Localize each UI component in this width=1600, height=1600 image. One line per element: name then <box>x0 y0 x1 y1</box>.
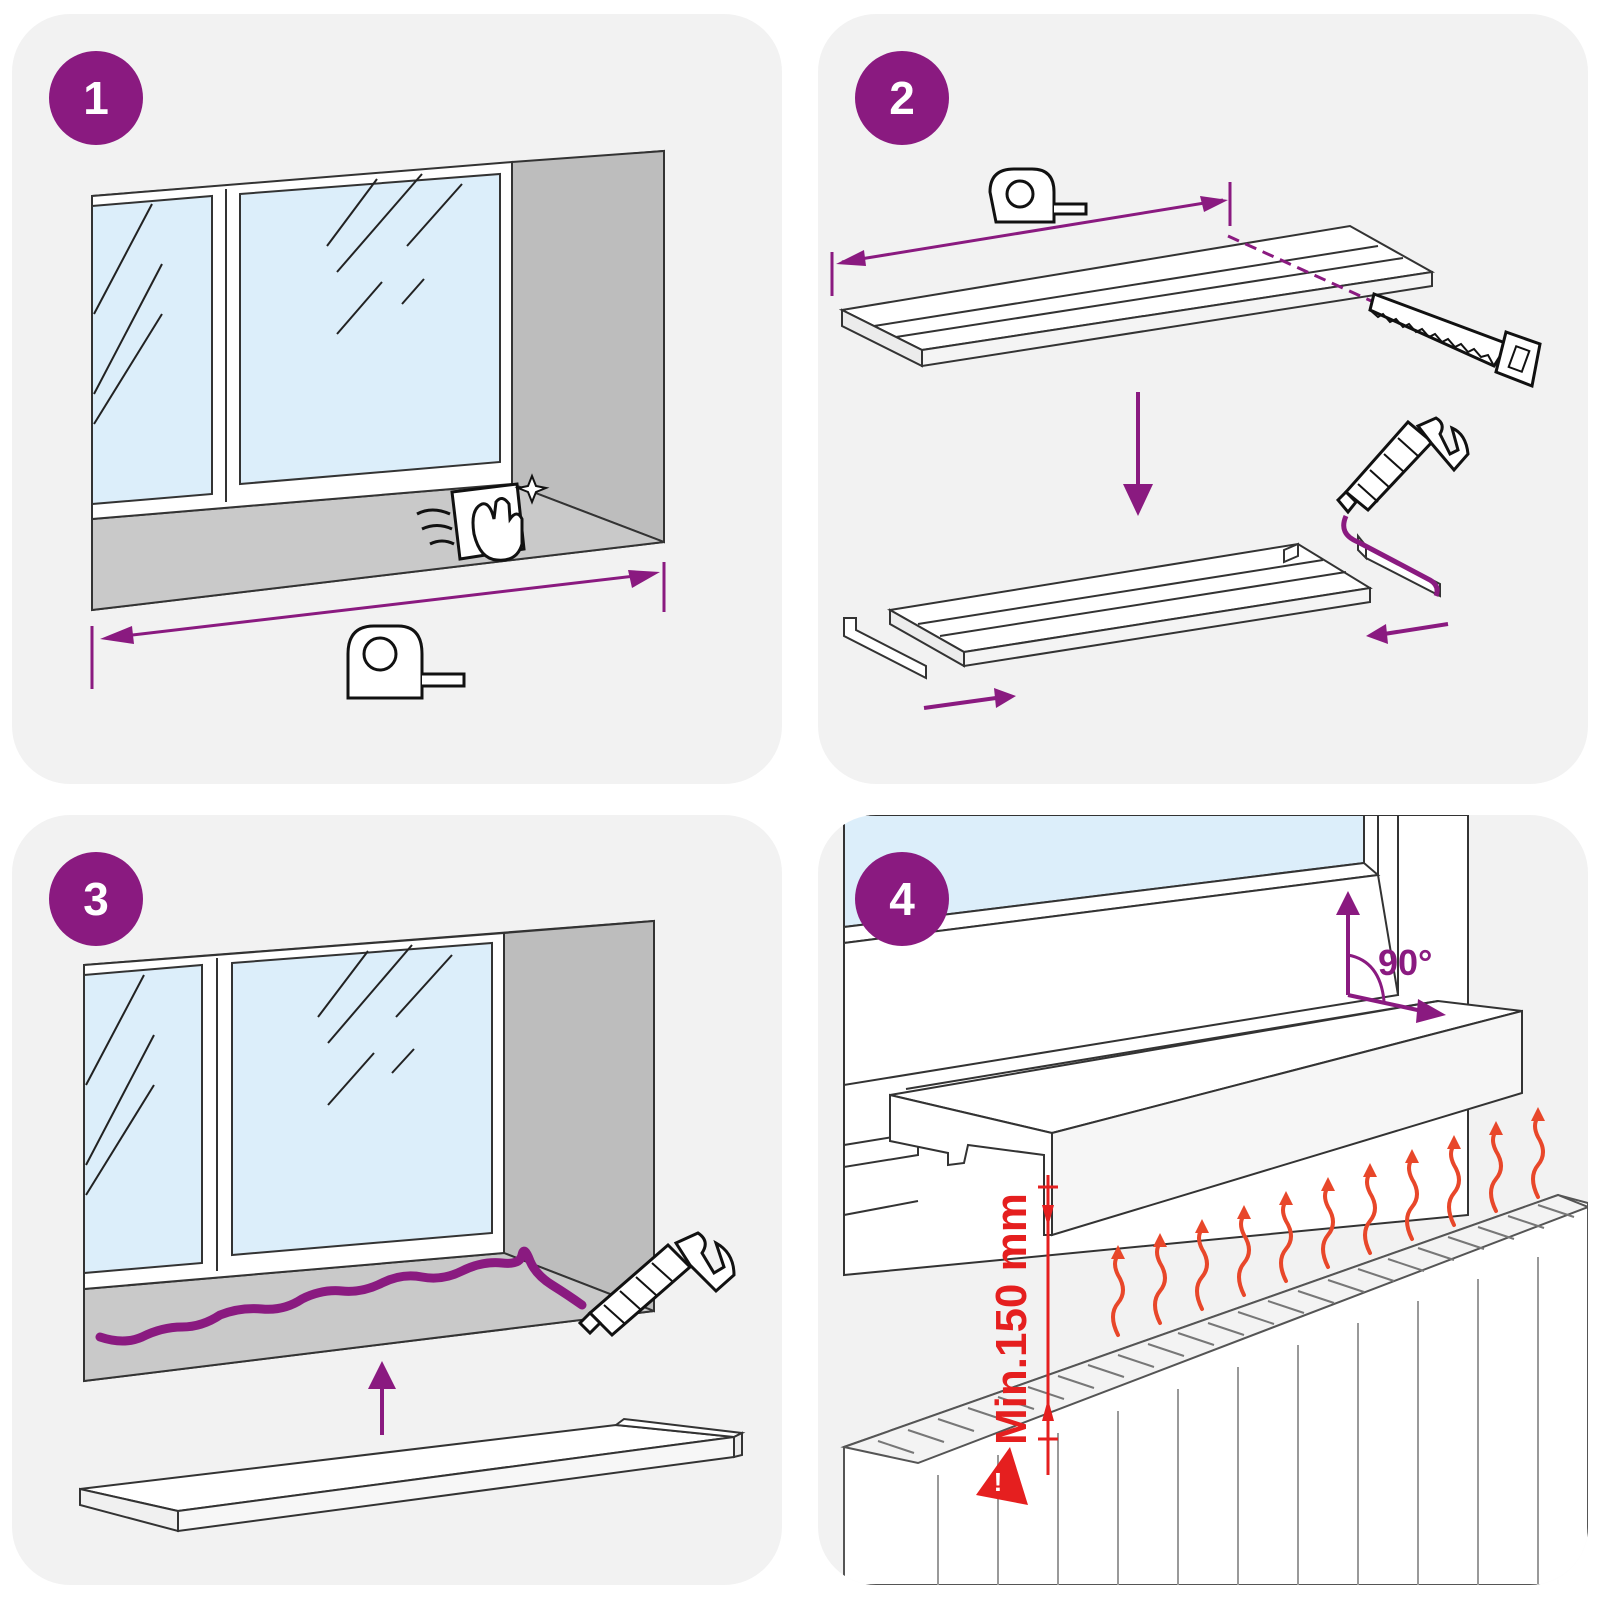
cut-length-dimension <box>830 182 1232 296</box>
up-arrow-icon <box>368 1361 396 1435</box>
windowsill-board-assembled <box>887 542 1373 668</box>
window-frame <box>83 931 505 1291</box>
adhesive-bead <box>95 1246 587 1346</box>
min-distance-label: Min.150 mm <box>987 1193 1036 1445</box>
distance-marker: Min.150 mm <box>987 1175 1058 1475</box>
step-2-badge: 2 <box>855 51 949 145</box>
cleaning-cloth-icon <box>416 473 550 562</box>
caulking-gun-icon <box>577 1231 736 1338</box>
step-2-illustration <box>830 167 1542 710</box>
window-frame <box>843 815 1469 1277</box>
windowsill-board <box>79 1417 746 1533</box>
caulking-gun-icon <box>1335 416 1470 515</box>
saw-icon <box>1368 292 1542 389</box>
right-angle-marker: 90° <box>1336 891 1446 1023</box>
end-cap-left <box>843 617 927 680</box>
slide-right-arrow-icon <box>923 688 1016 710</box>
window-frame <box>91 160 513 521</box>
step-1-illustration <box>90 149 666 700</box>
step-4-illustration: 90° <box>840 815 1588 1585</box>
step-3-panel: 3 <box>12 815 782 1585</box>
measure-dimension-line <box>90 562 666 689</box>
slide-left-arrow-icon <box>1366 622 1449 644</box>
step-3-illustration <box>79 919 746 1533</box>
step-1-panel: 1 <box>12 14 782 784</box>
heat-arrowheads <box>1111 1107 1545 1259</box>
heat-waves-icon <box>1111 1115 1545 1337</box>
angle-label: 90° <box>1378 942 1432 983</box>
warning-icon: ! <box>976 1447 1028 1505</box>
down-arrow-icon <box>1123 392 1153 516</box>
windowsill-board <box>838 224 1436 368</box>
warning-mark: ! <box>994 1467 1003 1497</box>
step-1-badge: 1 <box>49 51 143 145</box>
cut-line <box>1227 234 1379 306</box>
step-2-panel: 2 <box>818 14 1588 784</box>
radiator <box>840 1193 1588 1585</box>
end-cap-with-adhesive <box>1341 514 1441 598</box>
step-4-badge: 4 <box>855 852 949 946</box>
tape-measure-icon <box>988 167 1088 224</box>
windowsill-board <box>889 999 1523 1237</box>
step-4-panel: 4 90° <box>818 815 1588 1585</box>
step-3-badge: 3 <box>49 852 143 946</box>
tape-measure-icon <box>346 624 466 700</box>
